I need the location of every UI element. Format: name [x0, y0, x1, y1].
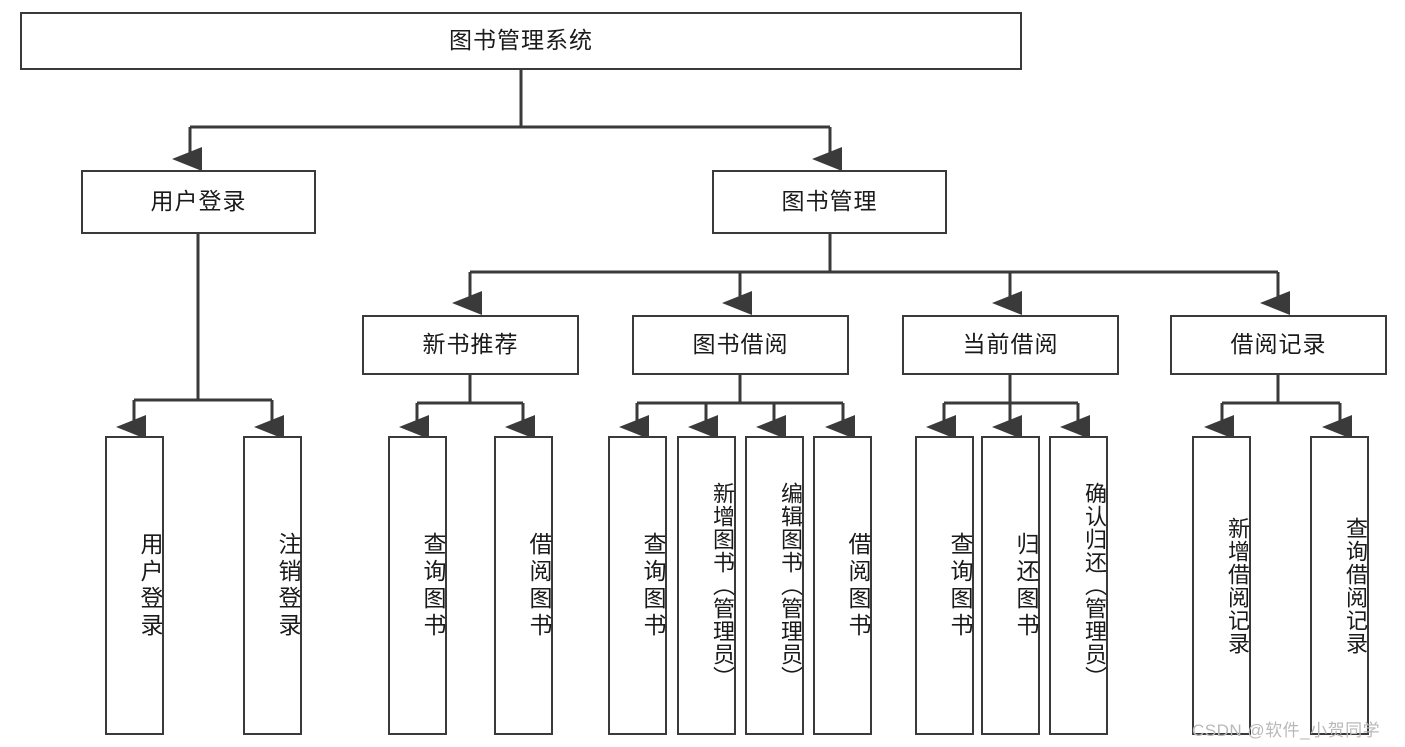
leaf-user-login[interactable]: 用户登录 — [105, 436, 164, 735]
leaf-confirm-return-admin[interactable]: 确认归还（管理员） — [1049, 436, 1108, 735]
watermark-text: CSDN @软件_小贺同学 — [1192, 721, 1381, 740]
leaf-query-borrow-record[interactable]: 查询借阅记录 — [1310, 436, 1369, 735]
node-user-login[interactable]: 用户登录 — [81, 170, 316, 234]
node-book-management[interactable]: 图书管理 — [712, 170, 947, 234]
node-current-borrow[interactable]: 当前借阅 — [902, 315, 1119, 375]
node-new-book-recommend[interactable]: 新书推荐 — [362, 315, 579, 375]
leaf-user-logout[interactable]: 注销登录 — [243, 436, 302, 735]
leaf-add-borrow-record[interactable]: 新增借阅记录 — [1192, 436, 1251, 735]
leaf-query-book-current[interactable]: 查询图书 — [915, 436, 974, 735]
leaf-borrow-book-recommend[interactable]: 借阅图书 — [494, 436, 553, 735]
leaf-query-book-borrow[interactable]: 查询图书 — [608, 436, 667, 735]
leaf-add-book-admin[interactable]: 新增图书（管理员） — [677, 436, 736, 735]
node-borrow-record[interactable]: 借阅记录 — [1170, 315, 1387, 375]
leaf-return-book[interactable]: 归还图书 — [981, 436, 1040, 735]
leaf-borrow-book-borrow[interactable]: 借阅图书 — [813, 436, 872, 735]
node-book-borrow[interactable]: 图书借阅 — [632, 315, 849, 375]
leaf-query-book-recommend[interactable]: 查询图书 — [388, 436, 447, 735]
leaf-edit-book-admin[interactable]: 编辑图书（管理员） — [745, 436, 804, 735]
node-root-system[interactable]: 图书管理系统 — [20, 12, 1022, 70]
